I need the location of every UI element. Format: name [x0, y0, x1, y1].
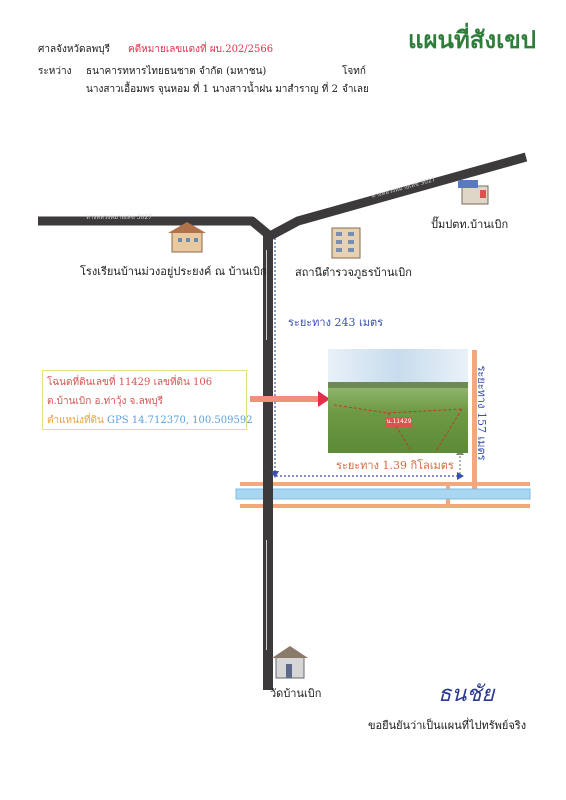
photo-parcel-tag: น.11429 [386, 417, 412, 427]
school-icon [168, 222, 206, 253]
police-station-icon [331, 227, 361, 259]
gas-station-icon [458, 180, 489, 205]
between-label: ระหว่าง [38, 66, 72, 77]
police-label: สถานีตำรวจภูธรบ้านเบิก [295, 266, 412, 279]
photo-sky [328, 349, 468, 383]
gps-prefix: ตำแหน่งที่ดิน [47, 415, 104, 426]
deed-number: โฉนดที่ดินเลขที่ 11429 เลขที่ดิน 106 [47, 377, 213, 388]
map-title: แผนที่สังเขป [408, 25, 536, 54]
distance-243-label: ระยะทาง 243 เมตร [288, 316, 384, 329]
gps-coordinates: GPS 14.712370, 100.509592 [106, 415, 253, 426]
defendant-names: นางสาวเอื้อมพร จุนหอม ที่ 1 นางสาวน้ำฝน … [86, 84, 338, 95]
court-label: ศาลจังหวัดลพบุรี [38, 44, 110, 55]
land-location: ต.บ้านเบิก อ.ท่าวุ้ง จ.ลพบุรี [47, 396, 164, 407]
road-3027 [38, 152, 528, 690]
photo-treeline [328, 382, 468, 388]
canal [235, 488, 531, 500]
temple-icon [272, 646, 308, 679]
photo-field-boundary [333, 404, 463, 452]
certification-text: ขอยืนยันว่าเป็นแผนที่ไปทรัพย์จริง [368, 719, 527, 732]
distance-157-label: ระยะทาง 157 เมตร [475, 365, 488, 461]
defendant-role: จำเลย [342, 84, 369, 95]
distance-139-label: ระยะทาง 1.39 กิโลเมตร [336, 459, 454, 472]
pointer-arrow [250, 391, 330, 407]
land-photo: น.11429 [328, 349, 468, 453]
signature: ธนชัย [438, 682, 495, 707]
plaintiff-role: โจทก์ [342, 66, 366, 77]
land-info-box: โฉนดที่ดินเลขที่ 11429 เลขที่ดิน 106 ต.บ… [42, 370, 253, 430]
gas-station-label: ปั๊มปตท.บ้านเบิก [431, 218, 509, 231]
distance-157-holder: ระยะทาง 157 เมตร [468, 360, 498, 460]
temple-label: วัดบ้านเบิก [270, 687, 322, 700]
plaintiff-name: ธนาคารทหารไทยธนชาต จำกัด (มหาชน) [86, 66, 267, 77]
road-side-marks [266, 250, 267, 650]
gps-line: ตำแหน่งที่ดิน GPS 14.712370, 100.509592 [47, 411, 253, 430]
case-number: คดีหมายเลขแดงที่ ผบ.202/2566 [128, 44, 274, 55]
school-label: โรงเรียนบ้านม่วงอยู่ประยงค์ ณ บ้านเบิก [80, 265, 267, 278]
road-label-left: ทางหลวงหมายเลข 3027 [86, 214, 152, 221]
distance-lines [271, 238, 464, 480]
